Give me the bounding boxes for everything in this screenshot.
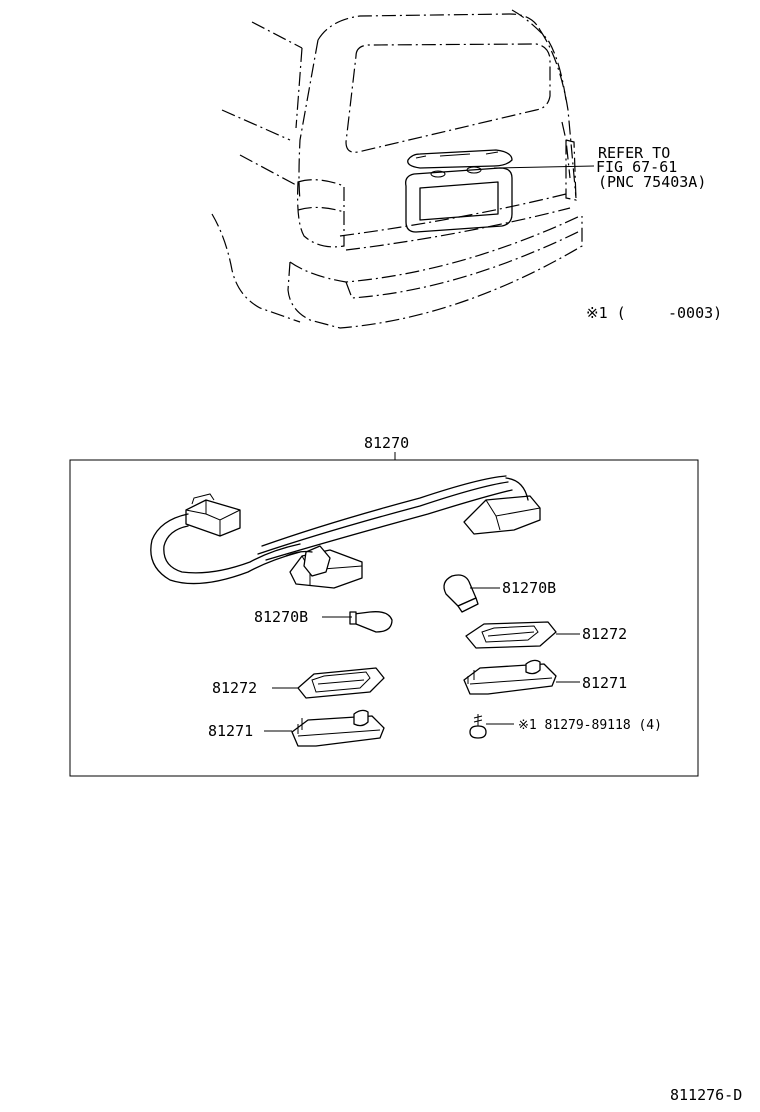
vehicle-rear-illustration bbox=[211, 9, 595, 329]
housing-right-label: 81271 bbox=[582, 674, 627, 692]
lens-right-icon bbox=[465, 621, 557, 649]
lens-left-label: 81272 bbox=[212, 679, 257, 697]
applicability-note-mark: ※1 ( bbox=[586, 304, 626, 322]
refer-to-label: REFER TO bbox=[598, 144, 670, 162]
bulb-left-label: 81270B bbox=[254, 608, 308, 626]
screw-label: ※1 81279-89118 (4) bbox=[518, 718, 662, 733]
bulb-right-label: 81270B bbox=[502, 579, 556, 597]
bulb-left-icon bbox=[349, 611, 393, 633]
lens-right-label: 81272 bbox=[582, 625, 627, 643]
wire-harness-assembly bbox=[150, 475, 541, 589]
applicability-note-range: -0003) bbox=[668, 304, 722, 322]
lens-left-icon bbox=[297, 667, 385, 699]
housing-right-icon bbox=[463, 659, 557, 695]
screw-icon bbox=[469, 714, 487, 739]
housing-left-label: 81271 bbox=[208, 722, 253, 740]
refer-fig-label: FIG 67-61 bbox=[596, 158, 677, 176]
assembly-frame bbox=[69, 459, 699, 777]
figure-code: 811276-D bbox=[670, 1086, 742, 1104]
housing-left-icon bbox=[291, 709, 385, 747]
refer-pnc-label: (PNC 75403A) bbox=[598, 173, 706, 191]
assembly-part-number: 81270 bbox=[364, 434, 409, 452]
bulb-right-icon bbox=[443, 574, 479, 613]
